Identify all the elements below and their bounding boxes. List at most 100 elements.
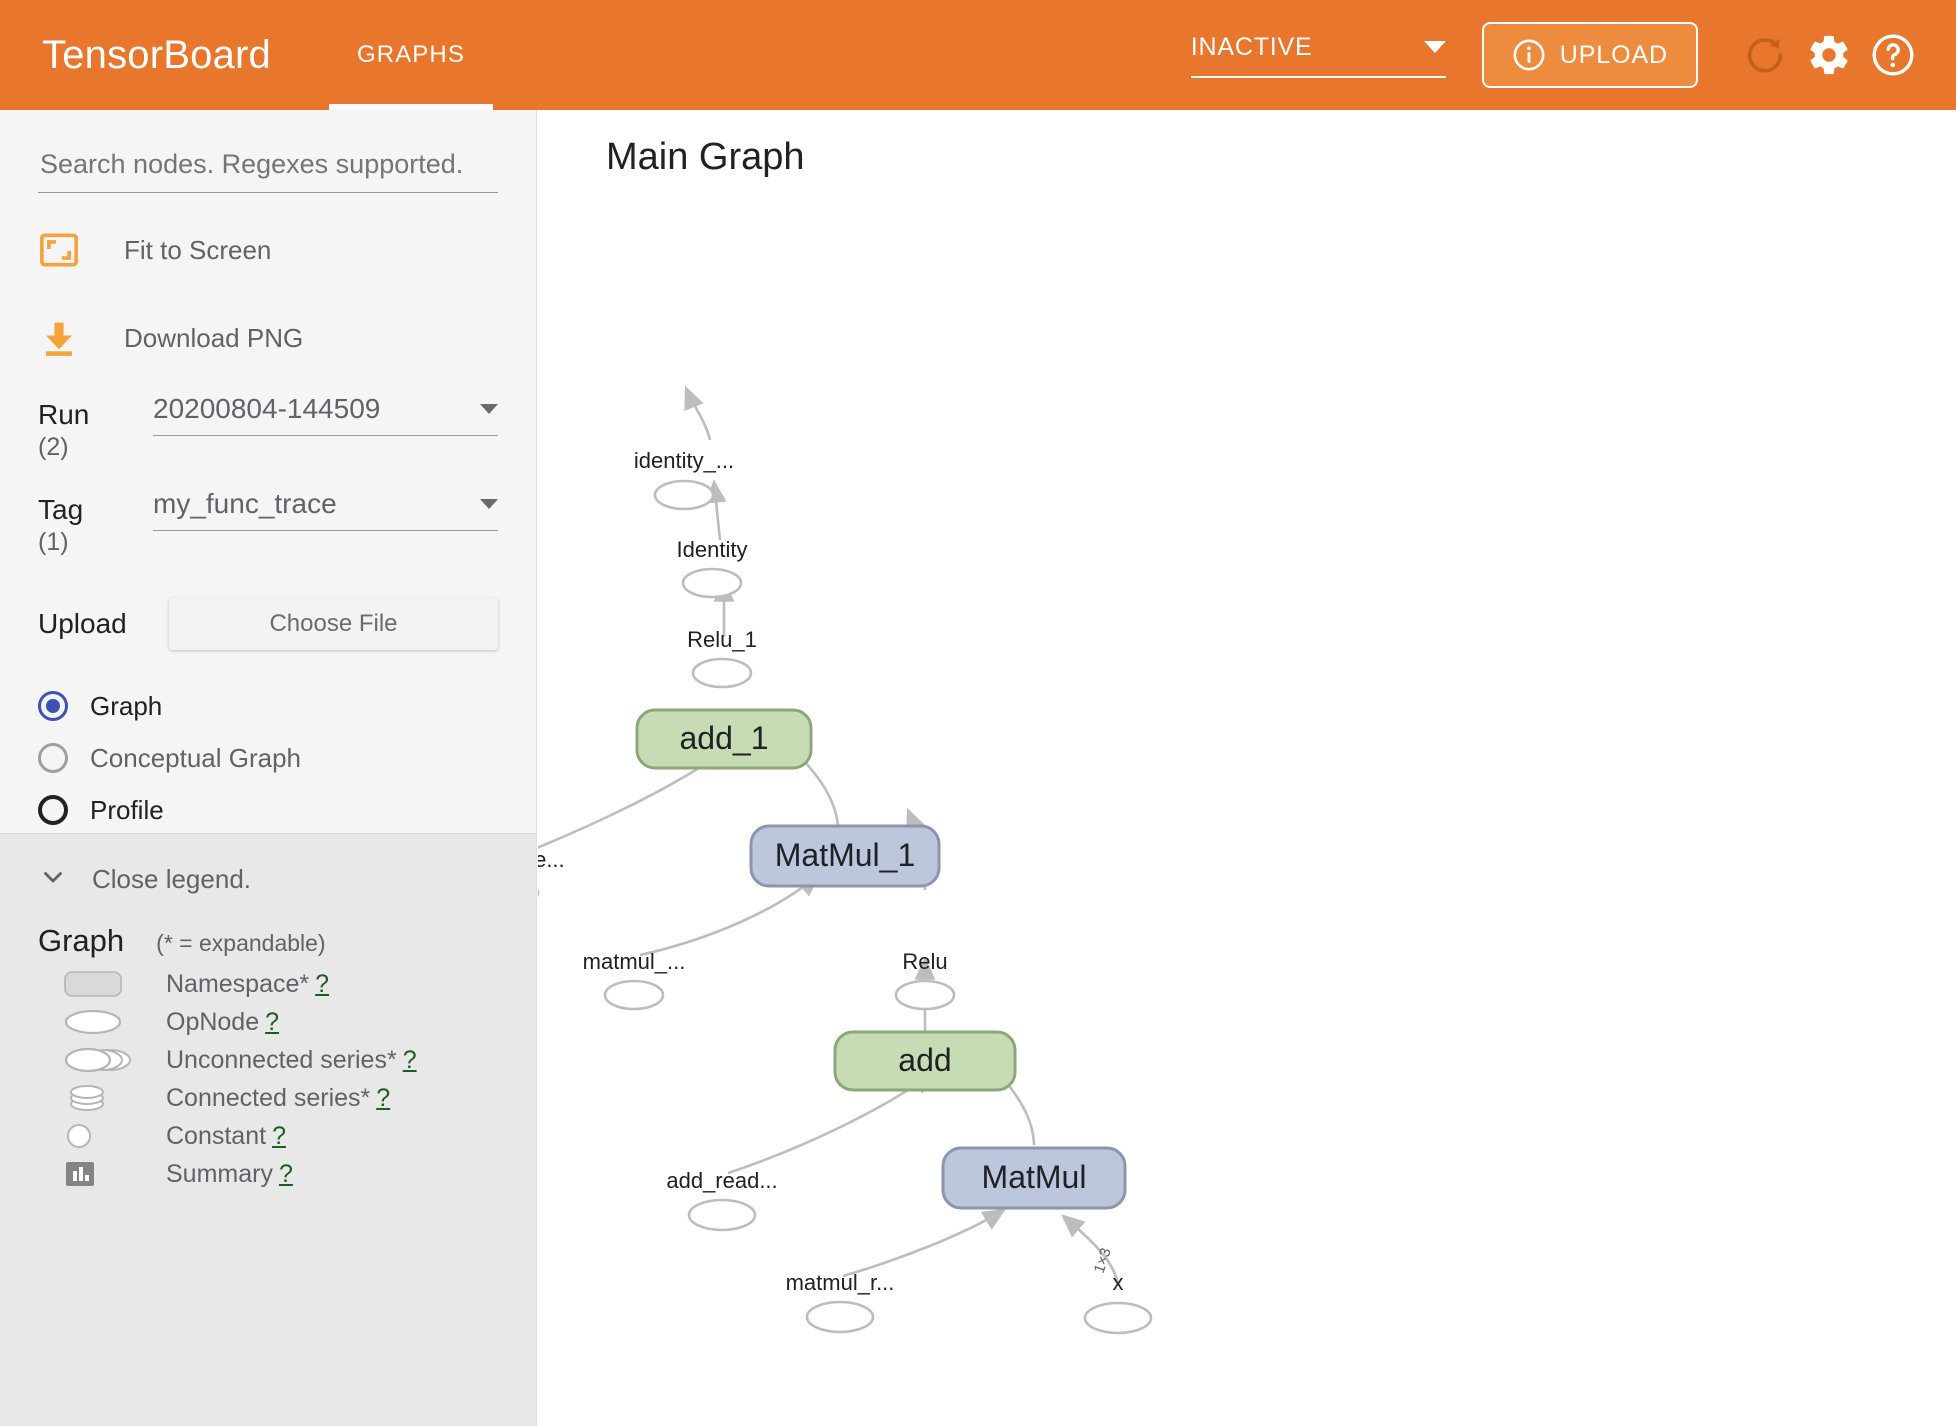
constant-swatch-icon bbox=[38, 1121, 146, 1151]
unconnected-series-swatch-icon bbox=[38, 1047, 146, 1073]
chevron-down-icon bbox=[480, 404, 498, 414]
close-legend-button[interactable]: Close legend. bbox=[38, 862, 498, 897]
graph-node-relu-1[interactable]: Relu_1 bbox=[687, 627, 757, 689]
legend-item-opnode: OpNode ? bbox=[38, 1003, 498, 1041]
edge-x-to-matmul bbox=[1061, 1214, 1120, 1286]
run-select[interactable]: 20200804-144509 bbox=[153, 393, 498, 436]
graph-svg: x 1×3 matmul_r... MatMul add_read... add… bbox=[538, 385, 1153, 1335]
graph-node-matmul-read-1-label: matmul_... bbox=[583, 949, 686, 974]
graph-node-matmul-read[interactable]: matmul_r... bbox=[786, 1270, 895, 1334]
close-legend-label: Close legend. bbox=[92, 864, 251, 894]
fit-to-screen-icon bbox=[38, 229, 94, 271]
graph-node-matmul[interactable]: MatMul bbox=[941, 1146, 1127, 1210]
graph-node-matmul-read-1[interactable]: matmul_... bbox=[583, 949, 686, 1011]
graph-node-identity-out[interactable]: identity_... bbox=[634, 448, 734, 511]
legend-summary-help[interactable]: ? bbox=[278, 1159, 293, 1188]
refresh-button[interactable] bbox=[1736, 26, 1794, 84]
legend-heading-row: Graph (* = expandable) bbox=[38, 923, 498, 959]
status-dropdown[interactable]: INACTIVE bbox=[1190, 32, 1446, 78]
upload-button[interactable]: UPLOAD bbox=[1481, 22, 1698, 88]
graph-node-add-label: add bbox=[898, 1042, 951, 1078]
status-dropdown-value: INACTIVE bbox=[1190, 32, 1313, 61]
tag-select[interactable]: my_func_trace bbox=[153, 488, 498, 531]
download-png-label: Download PNG bbox=[124, 322, 304, 353]
graph-node-add[interactable]: add bbox=[833, 1030, 1017, 1092]
legend-panel: Close legend. Graph (* = expandable) Nam… bbox=[0, 833, 536, 1426]
edge-relu1-to-identity bbox=[705, 479, 727, 541]
graph-node-add-1-read-label: add_1_re... bbox=[538, 847, 565, 872]
refresh-icon bbox=[1747, 38, 1783, 73]
graph-node-matmul-1[interactable]: MatMul_1 bbox=[749, 824, 941, 888]
fit-to-screen-button[interactable]: Fit to Screen bbox=[0, 219, 536, 281]
radio-profile-indicator bbox=[38, 795, 68, 826]
chevron-down-icon bbox=[1423, 41, 1446, 53]
graph-node-add-read[interactable]: add_read... bbox=[666, 1168, 778, 1232]
graph-node-matmul-1-label: MatMul_1 bbox=[775, 837, 916, 873]
legend-connected-series-label: Connected series* bbox=[166, 1083, 371, 1112]
graph-node-identity-label: Identity bbox=[677, 537, 748, 562]
legend-namespace-help[interactable]: ? bbox=[315, 969, 330, 998]
legend-unconnected-series-label: Unconnected series* bbox=[166, 1045, 397, 1074]
radio-conceptual-graph[interactable]: Conceptual Graph bbox=[38, 732, 498, 784]
run-label-group: Run (2) bbox=[38, 393, 153, 464]
settings-button[interactable] bbox=[1800, 26, 1858, 84]
legend-item-unconnected-series: Unconnected series* ? bbox=[38, 1041, 498, 1079]
app-header: TensorBoard GRAPHS INACTIVE UPLOAD bbox=[0, 0, 1956, 110]
upload-label-group: Upload bbox=[38, 608, 153, 640]
graph-node-x-label: x bbox=[1113, 1270, 1124, 1295]
main-tabs: GRAPHS bbox=[329, 0, 493, 110]
legend-item-summary: Summary ? bbox=[38, 1155, 498, 1193]
legend-opnode-help[interactable]: ? bbox=[265, 1007, 280, 1036]
tag-field: Tag (1) my_func_trace bbox=[0, 488, 536, 559]
upload-label: Upload bbox=[38, 608, 127, 640]
edge-identity-to-identityout bbox=[684, 385, 712, 441]
tag-count: (1) bbox=[38, 527, 69, 556]
help-button[interactable] bbox=[1864, 26, 1922, 84]
download-icon bbox=[38, 317, 94, 359]
graph-type-radio-group: Graph Conceptual Graph Profile bbox=[0, 680, 536, 836]
legend-constant-label: Constant bbox=[166, 1121, 267, 1150]
tab-graphs-label: GRAPHS bbox=[357, 41, 465, 68]
opnode-swatch-icon bbox=[38, 1009, 146, 1035]
page-title: Main Graph bbox=[606, 136, 805, 178]
radio-profile-label: Profile bbox=[90, 794, 164, 825]
radio-profile[interactable]: Profile bbox=[38, 784, 498, 836]
legend-heading: Graph bbox=[38, 923, 125, 958]
graph-node-relu[interactable]: Relu bbox=[894, 949, 956, 1011]
graph-canvas[interactable]: Main Graph x 1×3 bbox=[538, 110, 1956, 1426]
legend-item-namespace: Namespace* ? bbox=[38, 965, 498, 1003]
search-input[interactable] bbox=[38, 148, 498, 193]
download-png-button[interactable]: Download PNG bbox=[0, 307, 536, 369]
upload-button-label: UPLOAD bbox=[1559, 40, 1668, 69]
graph-node-x[interactable]: x 1×3 bbox=[1083, 1246, 1153, 1335]
graph-node-add-1-read[interactable]: add_1_re... bbox=[538, 847, 565, 907]
radio-graph[interactable]: Graph bbox=[38, 680, 498, 732]
connected-series-swatch-icon bbox=[38, 1083, 146, 1113]
legend-opnode-label: OpNode bbox=[166, 1007, 260, 1036]
graph-node-add-1[interactable]: add_1 bbox=[635, 708, 813, 770]
tab-graphs[interactable]: GRAPHS bbox=[329, 0, 493, 110]
namespace-swatch-icon bbox=[38, 971, 146, 997]
graph-node-identity-out-label: identity_... bbox=[634, 448, 734, 473]
upload-field: Upload Choose File bbox=[0, 598, 536, 651]
edge-matmulread-to-matmul bbox=[842, 1208, 1007, 1278]
legend-summary-label: Summary bbox=[166, 1159, 273, 1188]
search-container bbox=[0, 110, 536, 193]
graph-node-matmul-label: MatMul bbox=[982, 1159, 1087, 1195]
fit-to-screen-label: Fit to Screen bbox=[124, 234, 272, 265]
legend-item-connected-series: Connected series* ? bbox=[38, 1079, 498, 1117]
legend-connected-series-help[interactable]: ? bbox=[376, 1083, 391, 1112]
graph-node-identity[interactable]: Identity bbox=[677, 537, 748, 599]
legend-subheading: (* = expandable) bbox=[156, 930, 326, 956]
radio-graph-indicator bbox=[38, 691, 68, 722]
legend-constant-help[interactable]: ? bbox=[272, 1121, 286, 1150]
help-circle-icon bbox=[1872, 34, 1914, 76]
run-label: Run bbox=[38, 399, 90, 430]
graph-node-matmul-read-label: matmul_r... bbox=[786, 1270, 895, 1295]
graph-node-add-read-label: add_read... bbox=[666, 1168, 777, 1193]
graph-node-relu-label: Relu bbox=[902, 949, 947, 974]
radio-conceptual-graph-indicator bbox=[38, 743, 68, 774]
run-select-value: 20200804-144509 bbox=[153, 393, 381, 424]
choose-file-button[interactable]: Choose File bbox=[169, 598, 498, 651]
legend-unconnected-series-help[interactable]: ? bbox=[402, 1045, 417, 1074]
